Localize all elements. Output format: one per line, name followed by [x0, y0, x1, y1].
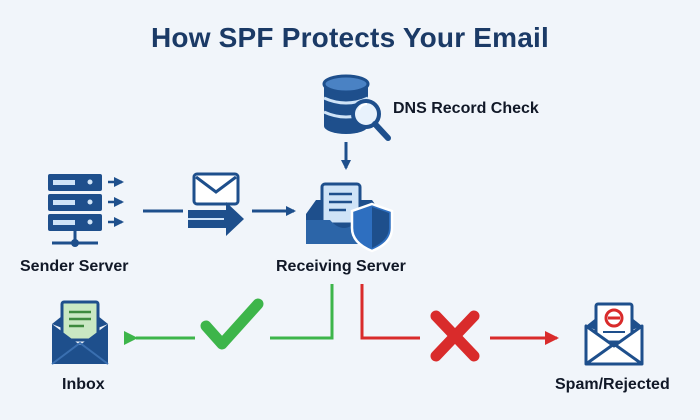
dns-record-check-label: DNS Record Check: [393, 100, 539, 117]
pass-line: [270, 284, 334, 340]
inbox-shield-icon: [306, 182, 394, 253]
spam-rejected-label: Spam/Rejected: [555, 376, 670, 393]
forward-arrow-icon: [188, 202, 244, 236]
receiving-server-label: Receiving Server: [276, 258, 406, 275]
envelope-icon: [192, 172, 240, 206]
sender-server-label: Sender Server: [20, 258, 129, 275]
fail-line: [360, 284, 420, 340]
outgoing-arrows-icon: [108, 177, 124, 227]
inbox-label: Inbox: [62, 376, 105, 393]
blocked-envelope-icon: [584, 302, 644, 366]
database-search-icon: [322, 74, 391, 141]
open-envelope-document-icon: [51, 300, 109, 365]
x-mark-icon: [430, 310, 480, 362]
server-rack-icon: [48, 174, 102, 247]
check-mark-icon: [200, 298, 264, 350]
diagram-title: How SPF Protects Your Email: [150, 22, 549, 53]
